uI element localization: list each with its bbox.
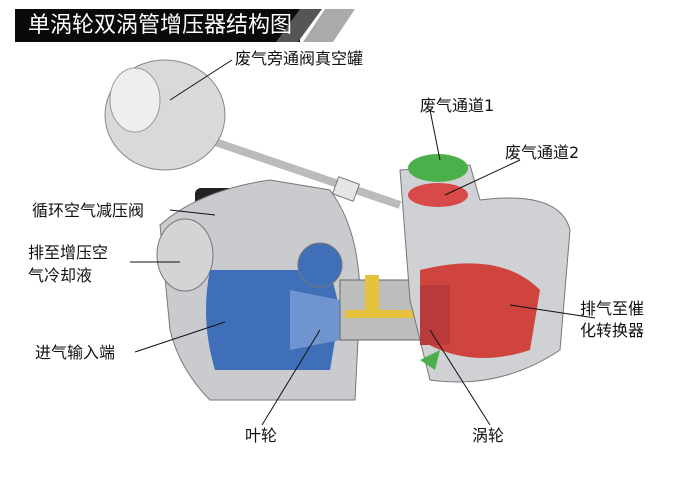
label-channel-1: 废气通道1: [420, 96, 495, 115]
label-intake: 进气输入端: [35, 343, 116, 362]
label-cooler-1: 排至增压空: [28, 243, 109, 262]
wastegate-actuator: [104, 59, 402, 209]
label-cooler-2: 气冷却液: [28, 266, 93, 285]
exhaust-channel-1: [408, 154, 468, 182]
title-stripe: [276, 9, 322, 42]
label-exhaust-1: 排气至催: [580, 299, 645, 318]
page-title: 单涡轮双涡管增压器结构图: [28, 13, 293, 38]
label-exhaust-2: 化转换器: [580, 321, 645, 340]
title-bar: [15, 9, 300, 42]
compressor-housing: [156, 179, 361, 401]
label-recirc-valve: 循环空气减压阀: [32, 201, 145, 220]
label-impeller: 叶轮: [245, 426, 278, 445]
turbine-wheel: [420, 285, 450, 345]
label-wastegate: 废气旁通阀真空罐: [235, 49, 364, 68]
label-turbine: 涡轮: [472, 426, 505, 445]
exhaust-channel-2: [408, 183, 468, 207]
leader-lines: [130, 59, 596, 426]
turbine-housing: [399, 154, 571, 383]
shaft: [345, 310, 415, 318]
label-channel-2: 废气通道2: [505, 143, 580, 162]
title-stripe: [303, 9, 355, 42]
